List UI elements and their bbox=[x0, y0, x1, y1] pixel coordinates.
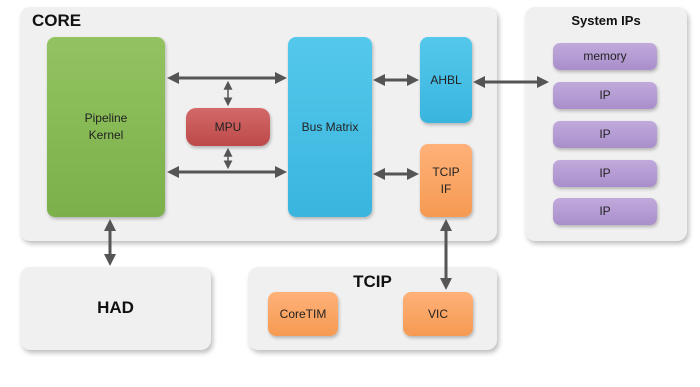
pipeline-kernel-block: Pipeline Kernel bbox=[47, 37, 165, 217]
system-ip-item-label: IP bbox=[599, 127, 611, 141]
coretim-label: CoreTIM bbox=[279, 306, 327, 321]
tcip-title: TCIP bbox=[353, 272, 392, 291]
ahbl-label: AHBL bbox=[430, 72, 462, 87]
bus-matrix-label: Bus Matrix bbox=[301, 119, 359, 134]
bus-matrix-block: Bus Matrix bbox=[288, 37, 372, 217]
tcip-if-label: TCIP IF bbox=[432, 164, 460, 196]
system-ip-item-label: IP bbox=[599, 88, 611, 102]
system-ip-item: IP bbox=[553, 121, 657, 148]
system-ip-item-memory: memory bbox=[553, 43, 657, 70]
ahbl-block: AHBL bbox=[420, 37, 472, 123]
core-title: CORE bbox=[32, 11, 82, 30]
system-ips-title: System IPs bbox=[571, 13, 641, 28]
system-ip-item-label: IP bbox=[599, 204, 611, 218]
system-ip-item-label: memory bbox=[583, 49, 627, 63]
had-panel: HAD bbox=[20, 267, 211, 350]
coretim-block: CoreTIM bbox=[268, 292, 338, 336]
mpu-label: MPU bbox=[214, 119, 242, 134]
tcip-if-block: TCIP IF bbox=[420, 144, 472, 217]
had-title: HAD bbox=[97, 298, 134, 317]
system-ip-item-label: IP bbox=[599, 166, 611, 180]
system-ip-item: IP bbox=[553, 198, 657, 225]
pipeline-kernel-label: Pipeline Kernel bbox=[84, 111, 128, 142]
vic-label: VIC bbox=[427, 306, 448, 321]
mpu-block: MPU bbox=[186, 108, 270, 146]
system-ip-item: IP bbox=[553, 82, 657, 109]
vic-block: VIC bbox=[403, 292, 473, 336]
system-ip-item: IP bbox=[553, 160, 657, 187]
